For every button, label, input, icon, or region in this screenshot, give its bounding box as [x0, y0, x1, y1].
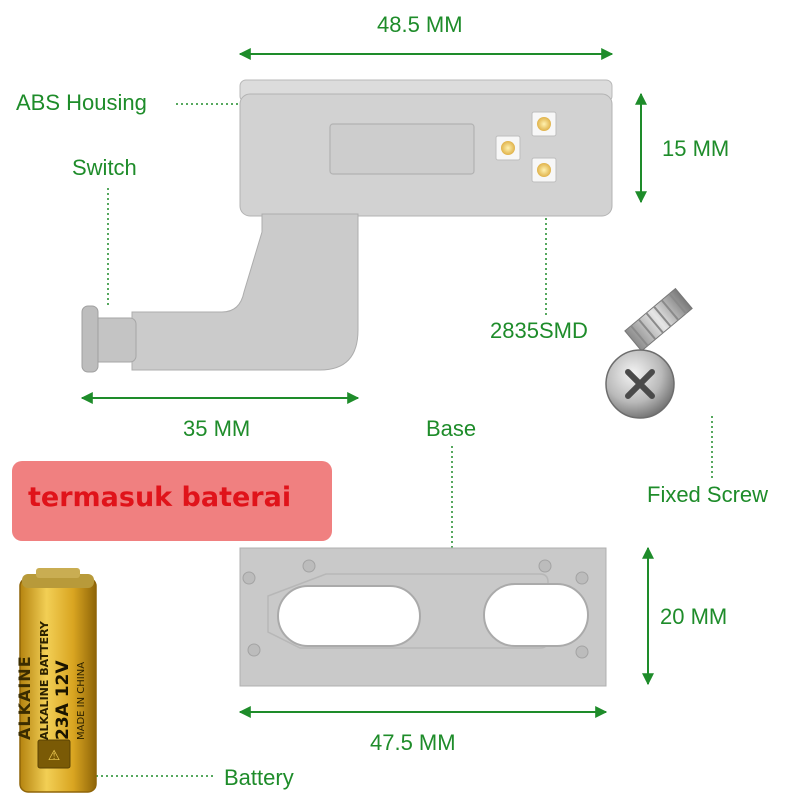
top-width-label: 48.5 MM	[377, 12, 463, 37]
hinge-light-housing	[81, 79, 613, 373]
battery-image: ⚠ ALKAINE ALKALINE BATTERY 23A 12V MADE …	[15, 568, 97, 793]
smd-label: 2835SMD	[490, 318, 588, 343]
base-height-label: 20 MM	[660, 604, 728, 629]
base-plate	[239, 547, 607, 687]
fixed-screw-image	[605, 287, 693, 419]
screw-label: Fixed Screw	[647, 482, 769, 507]
battery-model-text: 23A 12V	[53, 660, 73, 740]
base-label: Base	[426, 416, 477, 441]
banner-box	[12, 461, 332, 541]
battery-recycle-icon: ⚠	[48, 748, 61, 764]
battery-origin-text: MADE IN CHINA	[76, 662, 87, 740]
housing-label: ABS Housing	[16, 90, 147, 115]
battery-brand-text: ALKAINE	[15, 655, 34, 740]
bottom-width-label: 35 MM	[183, 416, 251, 441]
battery-label: Battery	[224, 765, 294, 790]
banner-text: termasuk baterai	[28, 482, 292, 513]
battery-type-text: ALKALINE BATTERY	[38, 620, 51, 740]
housing-height-label: 15 MM	[662, 136, 730, 161]
switch-label: Switch	[72, 155, 137, 180]
base-width-label: 47.5 MM	[370, 730, 456, 755]
